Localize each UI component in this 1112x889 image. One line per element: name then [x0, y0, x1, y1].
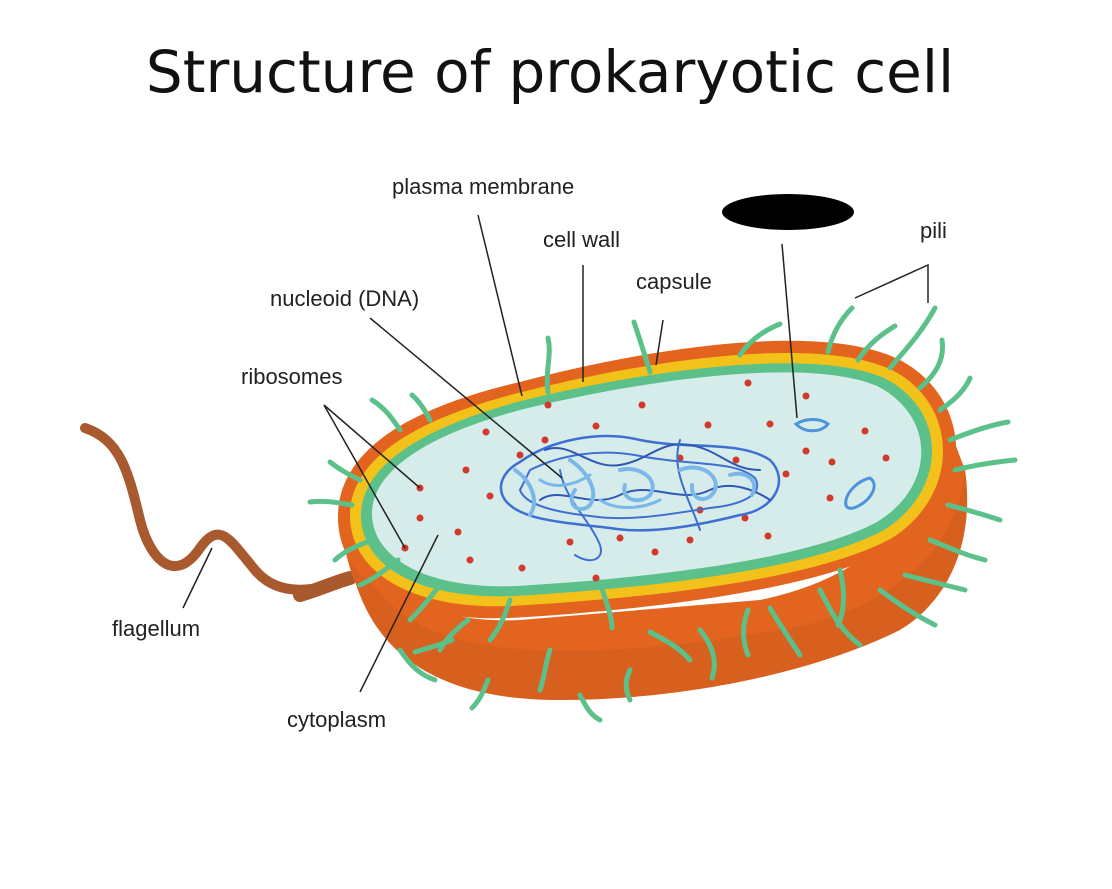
plasmids [793, 418, 876, 510]
label-pili: pili [920, 218, 947, 243]
pili [307, 305, 1018, 723]
label-flagellum: flagellum [112, 616, 200, 641]
label-plasma-membrane: plasma membrane [392, 174, 574, 199]
flagellum [80, 423, 355, 595]
leader-lines [182, 214, 929, 693]
page-title: Structure of prokaryotic cell [145, 38, 955, 106]
label-capsule: capsule [636, 269, 712, 294]
capsule-underside [345, 470, 968, 700]
redaction-blob [722, 194, 854, 230]
flagellum-base [293, 571, 357, 602]
label-cell-wall: cell wall [543, 227, 620, 252]
label-ribosomes: ribosomes [241, 364, 342, 389]
cytoplasm [371, 372, 922, 587]
nucleoid [499, 434, 781, 562]
label-nucleoid: nucleoid (DNA) [270, 286, 419, 311]
label-cytoplasm: cytoplasm [287, 707, 386, 732]
